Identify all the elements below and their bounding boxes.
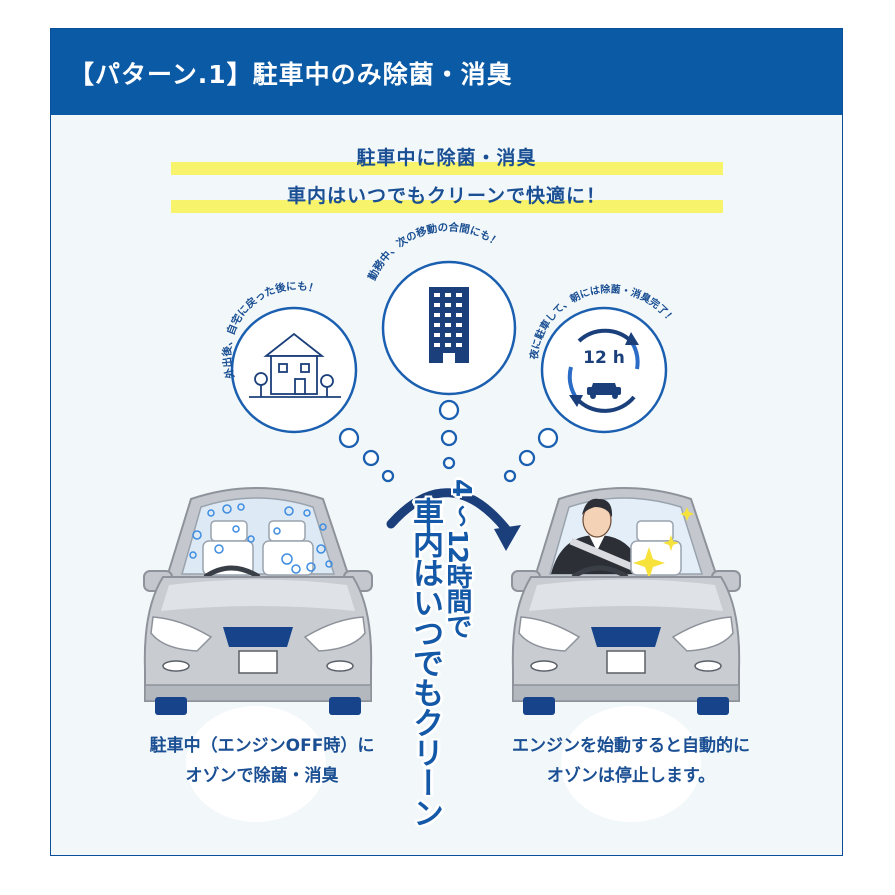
banner-line-1: 駐車中に除菌・消臭 [356, 147, 537, 169]
hours-text-tilde: 〜 [447, 505, 472, 526]
panel-header: 【パターン.1】駐車中のみ除菌・消臭 [51, 29, 842, 115]
cycle-clock-icon [567, 328, 640, 413]
right-caption-line-2: オゾンは停止します。 [546, 766, 716, 786]
pattern-panel: 【パターン.1】駐車中のみ除菌・消臭 駐車中に除菌・消臭 車内はいつでもクリーン… [50, 28, 843, 856]
clean-text-vertical: 車内はいつでもクリーン [407, 497, 443, 827]
right-caption: エンジンを始動すると自動的に オゾンは停止します。 [481, 731, 781, 791]
home-bubble: 外出後、自宅に戻った後にも！ [220, 280, 358, 434]
left-ground-glow [186, 706, 326, 822]
highlight-bar-2 [171, 200, 723, 213]
thought-dots [338, 399, 559, 483]
right-caption-line-1: エンジンを始動すると自動的に [512, 736, 750, 756]
right-ground-glow [561, 706, 701, 822]
left-caption: 駐車中（エンジンOFF時）に オゾンで除菌・消臭 [127, 731, 397, 791]
left-caption-line-1: 駐車中（エンジンOFF時）に [149, 736, 375, 756]
hours-text-12: 12時間で [442, 529, 472, 639]
house-icon [249, 332, 341, 398]
clock-label: 12 h [583, 348, 625, 368]
left-car [143, 487, 373, 715]
office-bubble: 勤務中、次の移動の合間にも！ [365, 221, 517, 396]
left-caption-line-2: オゾンで除菌・消臭 [185, 766, 339, 786]
highlight-bar-1 [171, 162, 723, 175]
hours-text-4: 4 [446, 479, 476, 497]
sparkle-icon [633, 507, 694, 579]
panel-title: 【パターン.1】駐車中のみ除菌・消臭 [69, 60, 513, 89]
banner-line-2: 車内はいつでもクリーンで快適に！ [286, 185, 607, 207]
right-car [511, 487, 741, 715]
driver-figure [551, 498, 643, 574]
bacteria-dots [189, 503, 333, 574]
overnight-bubble: 夜に駐車して、朝には除菌・消臭完了！ 12 h [527, 282, 677, 434]
car-road-icon [587, 383, 621, 399]
building-icon [429, 287, 469, 363]
scene-illustration: 外出後、自宅に戻った後にも！ 勤務中、次の移動の合間にも！ [143, 221, 741, 822]
curved-arrow [386, 488, 521, 551]
